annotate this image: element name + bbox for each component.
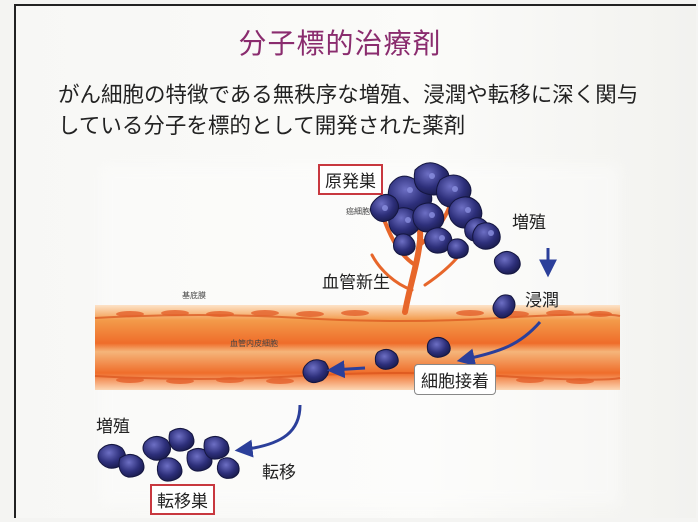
basement-membrane-label: 基底膜 <box>182 290 206 301</box>
cancer-cell-label: 癌細胞 <box>346 206 370 217</box>
proliferation-top-label: 増殖 <box>512 208 546 233</box>
primary-tumor-label: 原発巣 <box>318 164 383 195</box>
proliferation-bottom-label: 増殖 <box>96 412 130 437</box>
blood-vessel <box>95 305 620 390</box>
endothelial-cell-label: 血管内皮細胞 <box>230 338 278 349</box>
metastatic-focus-label: 転移巣 <box>150 484 215 515</box>
angiogenesis-label: 血管新生 <box>322 268 390 293</box>
cell-adhesion-label: 細胞接着 <box>414 364 496 395</box>
metastasis-label: 転移 <box>262 458 296 483</box>
invasion-label: 浸潤 <box>525 286 559 311</box>
